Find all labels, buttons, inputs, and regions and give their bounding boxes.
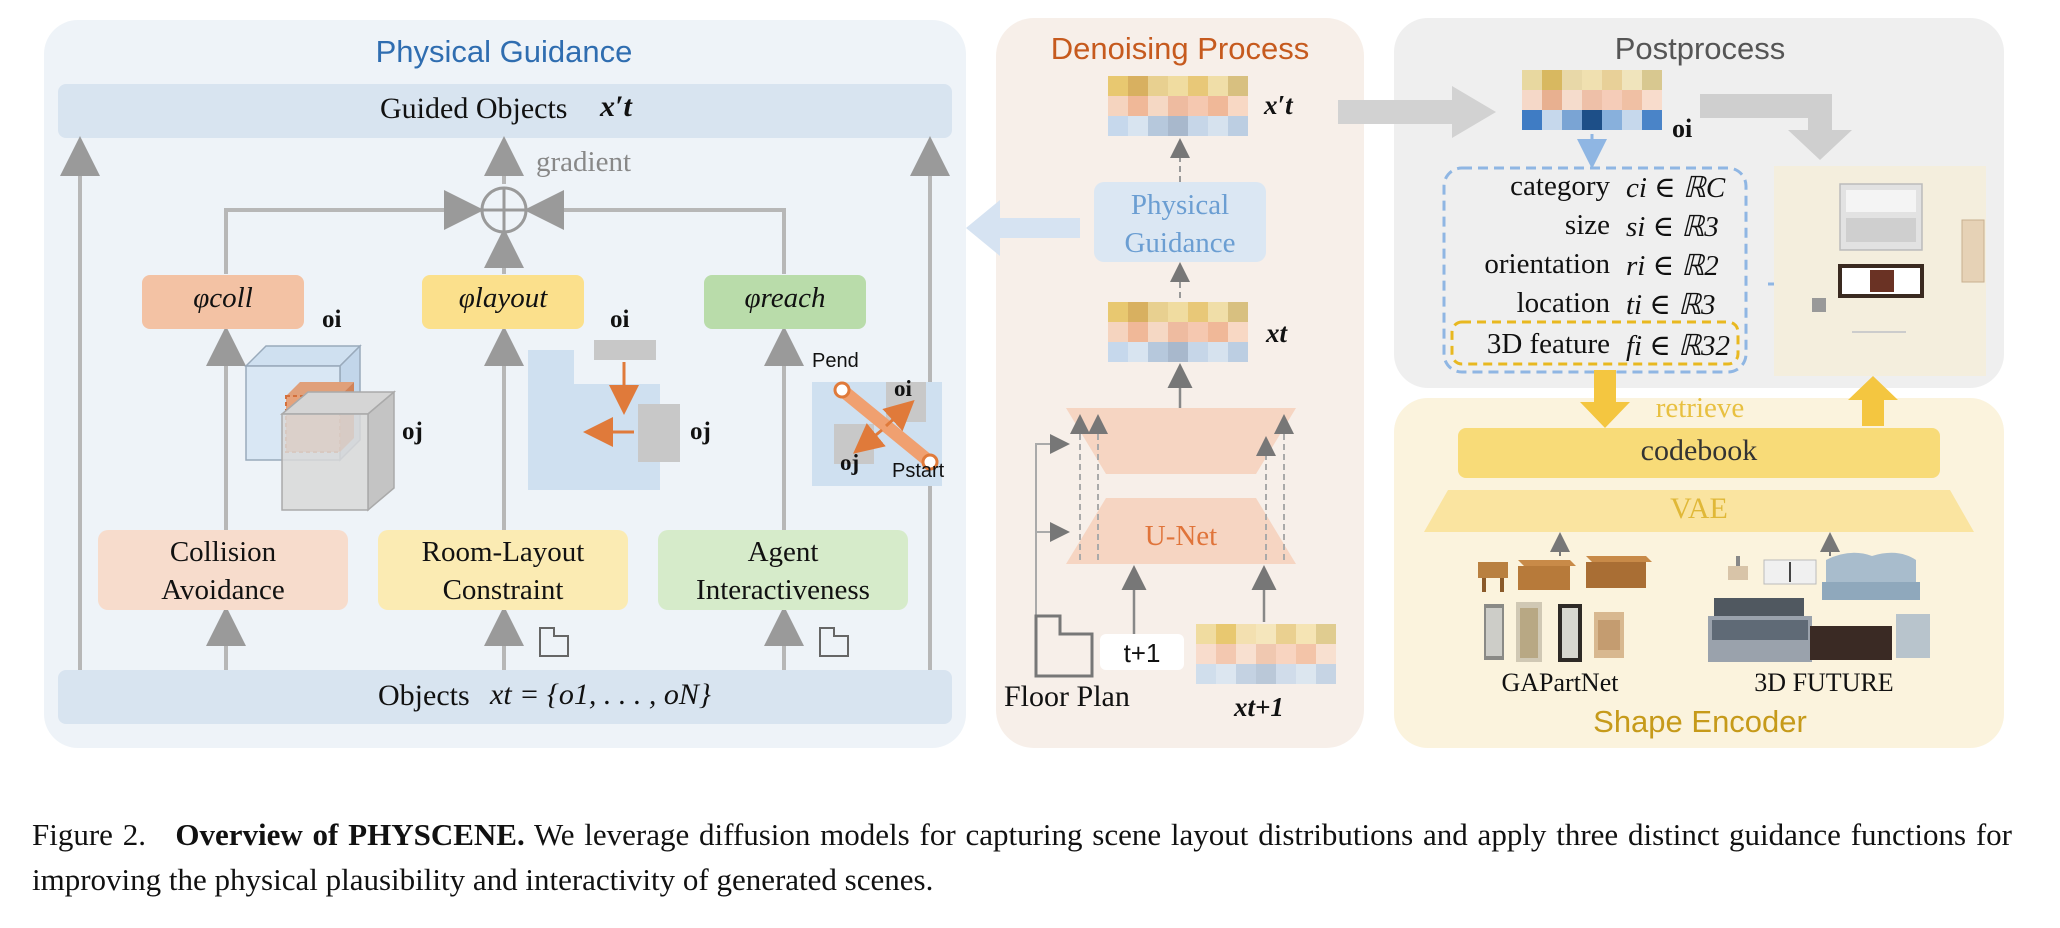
shape-encoder-panel [1394,398,2004,748]
retrieve-result-arrow [1848,376,1898,426]
floorplan-icon [819,627,849,657]
feature-highlight [1450,320,1740,366]
objects-math: xt = {o1, . . . , oN} [490,678,711,711]
guidance-arrows [60,136,950,670]
floor-plan-label: Floor Plan [1004,680,1130,713]
timestep-label: t+1 [1123,638,1161,668]
reach-oj-label: oj [840,450,860,475]
agent-line1: Agent [747,536,819,568]
phi-reach-box [704,275,866,329]
guided-objects-label: Guided Objects [380,92,568,125]
phi-layout-box [422,275,584,329]
shape-encoder-title: Shape Encoder [1593,704,1807,739]
figure-caption: Figure 2. Overview of PHYSCENE. We lever… [32,812,2012,902]
token-grid-xt1 [1196,624,1336,684]
phi-layout-label: φlayout [458,282,548,314]
rendered-scene-image [1774,166,1986,376]
attr-math-category: ci ∈ ℝC [1626,172,1726,204]
agent-interactiveness-box [658,530,908,610]
objects-bar [58,670,952,724]
denoising-title: Denoising Process [1050,31,1310,66]
timestep-box [1100,634,1184,670]
unet-label: U-Net [1144,520,1218,552]
floorplan-icon [539,627,569,657]
room-layout-box [378,530,628,610]
layout-oi-label: oi [610,306,630,333]
attr-math-location: ti ∈ ℝ3 [1626,289,1716,321]
reach-oi-label: oi [894,376,912,401]
collision-avoidance-box [98,530,348,610]
codebook-label: codebook [1640,434,1758,467]
layout-line2: Constraint [442,574,564,606]
gradient-label: gradient [536,146,632,178]
collision-line2: Avoidance [161,574,285,606]
vae-box [1424,490,1974,532]
objects-label: Objects [378,679,470,712]
attr-name-size: size [1564,209,1610,241]
unet-encoder [1066,498,1296,564]
guided-objects-bar [58,84,952,138]
3d-future-furniture-image [1708,552,1930,662]
xt-math: xt [1266,318,1288,348]
physical-guidance-title: Physical Guidance [375,34,633,69]
attr-math-feature: fi ∈ ℝ32 [1626,330,1731,362]
caption-text: We leverage diffusion models for capturi… [32,817,2013,897]
attr-name-location: location [1516,287,1610,319]
collision-oj-label: oj [402,418,423,445]
gapartnet-furniture-image [1478,556,1652,662]
caption-fig-label: Figure 2. [32,817,146,852]
layout-oj-label: oj [690,418,711,445]
token-grid-guided [1108,76,1248,136]
vae-label: VAE [1670,492,1728,525]
xt1-math: xt+1 [1234,692,1284,722]
collision-oi-label: oi [322,306,342,333]
retrieve-label: retrieve [1655,392,1745,424]
3d-future-label: 3D FUTURE [1754,668,1894,697]
token-grid-oi [1522,70,1662,130]
gapartnet-label: GAPartNet [1501,668,1619,697]
phi-coll-box [142,275,304,329]
render-arrow [1700,94,1852,160]
oi-math: oi [1672,114,1693,143]
unet-decoder [1066,408,1296,474]
attr-name-feature: 3D feature [1486,328,1610,360]
floor-plan-icon [1034,614,1094,678]
attr-name-category: category [1510,170,1610,202]
layout-line1: Room-Layout [421,536,585,568]
physical-guidance-line2: Guidance [1124,227,1236,259]
attributes-box [1442,166,1748,374]
guided-xt-math: x′t [1264,90,1293,120]
physical-guidance-line1: Physical [1130,189,1230,221]
retrieve-arrow [1580,370,1630,428]
attr-math-orientation: ri ∈ ℝ2 [1626,250,1719,282]
collision-line1: Collision [169,536,277,568]
p-start-label: Pstart [892,460,945,482]
phi-reach-label: φreach [744,282,826,314]
guidance-feedback-arrow [966,200,1080,256]
agent-line2: Interactiveness [696,574,870,606]
reach-illustration [812,381,942,486]
postprocess-title: Postprocess [1614,31,1786,66]
sum-node-icon [480,186,528,234]
physical-guidance-box [1094,182,1266,262]
layout-illustration [528,340,680,490]
codebook-box [1458,428,1940,478]
guided-objects-math: x′t [600,90,632,123]
token-grid-xt [1108,302,1248,362]
collision-cubes-illustration [244,344,397,512]
phi-coll-label: φcoll [193,282,253,314]
p-end-label: Pend [812,350,859,372]
to-postprocess-arrow [1338,86,1496,138]
attr-name-orientation: orientation [1484,248,1610,280]
caption-bold: Overview of PHYSCENE. [175,817,525,852]
attr-math-size: si ∈ ℝ3 [1626,211,1719,243]
